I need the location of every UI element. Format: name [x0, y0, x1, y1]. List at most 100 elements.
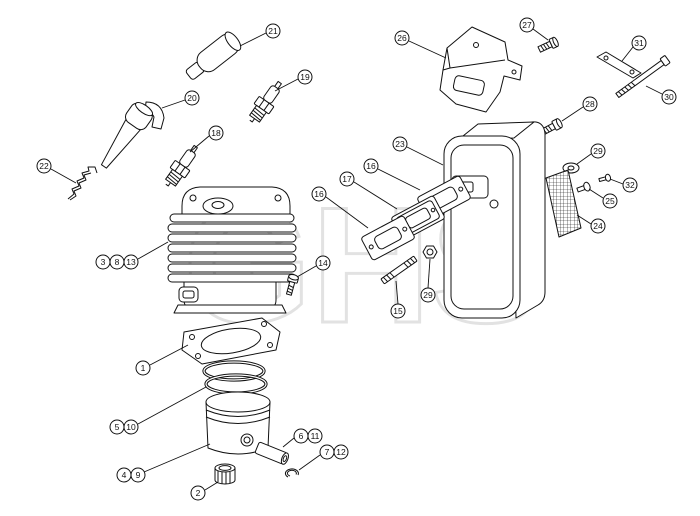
callout-circle — [184, 90, 200, 106]
circlip-ring-inner — [286, 469, 297, 477]
gasket-hole — [368, 244, 374, 250]
callout-circle — [333, 444, 349, 460]
callout-circle — [622, 177, 638, 193]
cylinder — [167, 186, 297, 314]
callout-circle — [420, 287, 436, 303]
callout-circle — [123, 419, 139, 435]
leader-line — [298, 454, 321, 471]
washer-bore — [567, 165, 575, 171]
screw-thread — [540, 42, 550, 51]
callout-number: 19 — [300, 72, 310, 82]
callout-6-11: 6 11 — [282, 428, 323, 448]
plug-hex-edge — [263, 102, 270, 111]
leader-line — [561, 106, 584, 122]
callout-circle — [315, 255, 331, 271]
shield-opening — [452, 75, 485, 96]
stud-bolt — [380, 255, 418, 285]
leader-line — [609, 178, 624, 185]
bearing-needles — [217, 471, 231, 484]
cylinder-base-gasket — [181, 317, 281, 365]
callout-3-8-13: 3 8 13 — [95, 241, 169, 270]
plug-thread-lines — [167, 171, 181, 185]
callout-circle — [394, 30, 410, 46]
spark-arrestor-screen — [545, 169, 582, 238]
leader-line — [274, 78, 299, 92]
callout-number: 29 — [593, 146, 603, 156]
callout-26: 26 — [394, 30, 447, 59]
leader-line — [576, 214, 592, 225]
leader-line — [204, 481, 219, 491]
leader-line — [395, 280, 399, 305]
callout-circle — [390, 303, 406, 319]
piston-ring-lower-gap — [205, 374, 267, 394]
callout-circle — [590, 143, 606, 159]
callout-17: 17 — [339, 171, 398, 210]
callout-number: 3 — [101, 257, 106, 267]
callout-15: 15 — [390, 280, 406, 319]
callout-number: 31 — [634, 38, 644, 48]
bracket-hole — [603, 55, 609, 61]
circlip-ring — [284, 468, 299, 478]
plug-thread-lines — [251, 107, 265, 121]
callout-31: 31 — [621, 35, 647, 62]
callout-number: 4 — [122, 470, 127, 480]
piston-pin — [254, 441, 289, 465]
callout-24: 24 — [576, 214, 606, 234]
callout-number: 16 — [366, 161, 376, 171]
gasket-bolt-hole — [267, 342, 273, 348]
bolt-head — [659, 55, 671, 67]
leader-line — [149, 344, 189, 366]
muffler-mount-hole — [489, 199, 499, 209]
piston-ring-upper-gap — [203, 361, 265, 381]
spark-plug-upper — [249, 80, 282, 123]
bearing-bore — [218, 465, 232, 471]
cylinder-fin — [167, 233, 297, 243]
callout-circle — [265, 23, 281, 39]
shield-fold — [442, 47, 506, 71]
gasket-bore — [200, 327, 262, 355]
callout-20: 20 — [161, 90, 200, 109]
callout-7-12: 7 12 — [298, 444, 349, 471]
plug-hex-edge — [174, 163, 181, 172]
callout-number: 5 — [115, 422, 120, 432]
callout-number: 18 — [211, 128, 221, 138]
spring-coil — [67, 166, 98, 200]
leader-line — [137, 241, 169, 260]
callout-number: 1 — [141, 363, 146, 373]
callout-circle — [602, 193, 618, 209]
shield-hole — [473, 42, 479, 48]
leader-line — [189, 135, 210, 153]
piston — [205, 391, 271, 455]
gasket-hole — [402, 226, 408, 232]
plug-electrode — [165, 182, 171, 187]
muffler — [443, 121, 546, 319]
callout-16-upper: 16 — [363, 158, 421, 191]
head-bolt-hole — [189, 194, 197, 202]
leader-line — [50, 168, 77, 184]
spark-plug-hole — [211, 201, 225, 209]
callout-number: 12 — [336, 447, 346, 457]
callout-18: 18 — [189, 125, 224, 153]
piston-rings — [202, 360, 268, 395]
muffler-flange — [450, 144, 514, 310]
callout-circle — [297, 69, 313, 85]
leader-line — [645, 85, 663, 95]
callout-21: 21 — [239, 23, 281, 47]
callout-number: 20 — [187, 93, 197, 103]
leader-line — [588, 188, 604, 199]
callout-2: 2 — [190, 481, 219, 501]
leader-line — [137, 386, 207, 425]
plug-hex-edge — [258, 99, 265, 108]
spark-plug-lower — [165, 144, 198, 187]
cylinder-fin — [167, 273, 297, 283]
callout-circle — [661, 89, 677, 105]
stud-thread — [382, 258, 416, 282]
callout-14: 14 — [296, 255, 331, 278]
callout-circle — [123, 254, 139, 270]
screw-head-top — [288, 273, 299, 281]
callout-number: 26 — [397, 33, 407, 43]
callout-number: 16 — [314, 189, 324, 199]
callout-number: 32 — [625, 180, 635, 190]
leader-line — [296, 265, 317, 278]
gasket-bolt-hole — [261, 321, 267, 327]
